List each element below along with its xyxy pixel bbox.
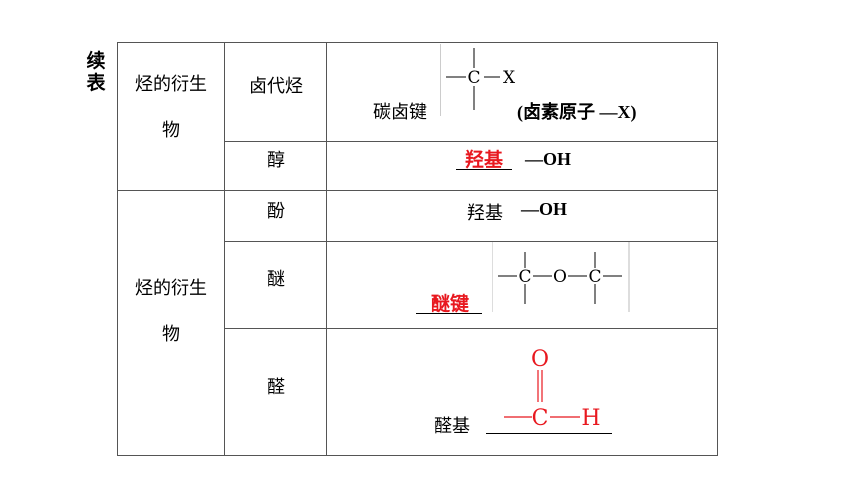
ether-structure: C O C [492,242,630,312]
desc-phenol-prefix: 羟基 [467,203,503,224]
carbon-halogen-structure: C X [440,44,516,116]
ether-carbon-left: C [518,267,531,287]
aldehyde-structure: O C H [504,347,601,431]
aldehyde-carbon: C [532,406,549,431]
desc-haloalkane-prefix: 碳卤键 [373,102,427,123]
aldehyde-hydrogen: H [581,406,600,431]
category-line-2: 物 [162,324,180,345]
ether-carbon-right: C [588,267,601,287]
answer-blank-aldehyde [486,433,612,434]
answer-alcohol: 羟基 [464,149,503,171]
desc-aldehyde-prefix: 醛基 [434,416,470,437]
row-name-haloalkane: 卤代烃 [249,76,303,97]
ether-oxygen: O [553,267,567,287]
category-line-1: 烃的衍生 [135,278,207,299]
category-cell-2: 烃的衍生 物 [118,266,224,358]
answer-ether: 醚键 [430,293,469,315]
desc-alcohol-suffix: —OH [525,149,572,169]
row-name-phenol: 酚 [267,201,285,222]
category-line-2: 物 [162,120,180,141]
structure-carbon: C [467,68,480,88]
desc-haloalkane-suffix: (卤素原子 —X) [517,102,637,122]
row-name-aldehyde: 醛 [267,377,285,398]
row-name-ether: 醚 [267,269,285,290]
desc-phenol-suffix: —OH [521,199,568,219]
structure-halogen: X [503,68,516,88]
category-line-1: 烃的衍生 [135,74,207,95]
aldehyde-oxygen: O [531,347,549,372]
category-cell-1: 烃的衍生 物 [118,62,224,154]
side-label: 续表 [86,50,106,94]
answer-blank-ether [416,313,482,314]
row-name-alcohol: 醇 [267,150,285,171]
answer-blank-alcohol [456,169,512,170]
